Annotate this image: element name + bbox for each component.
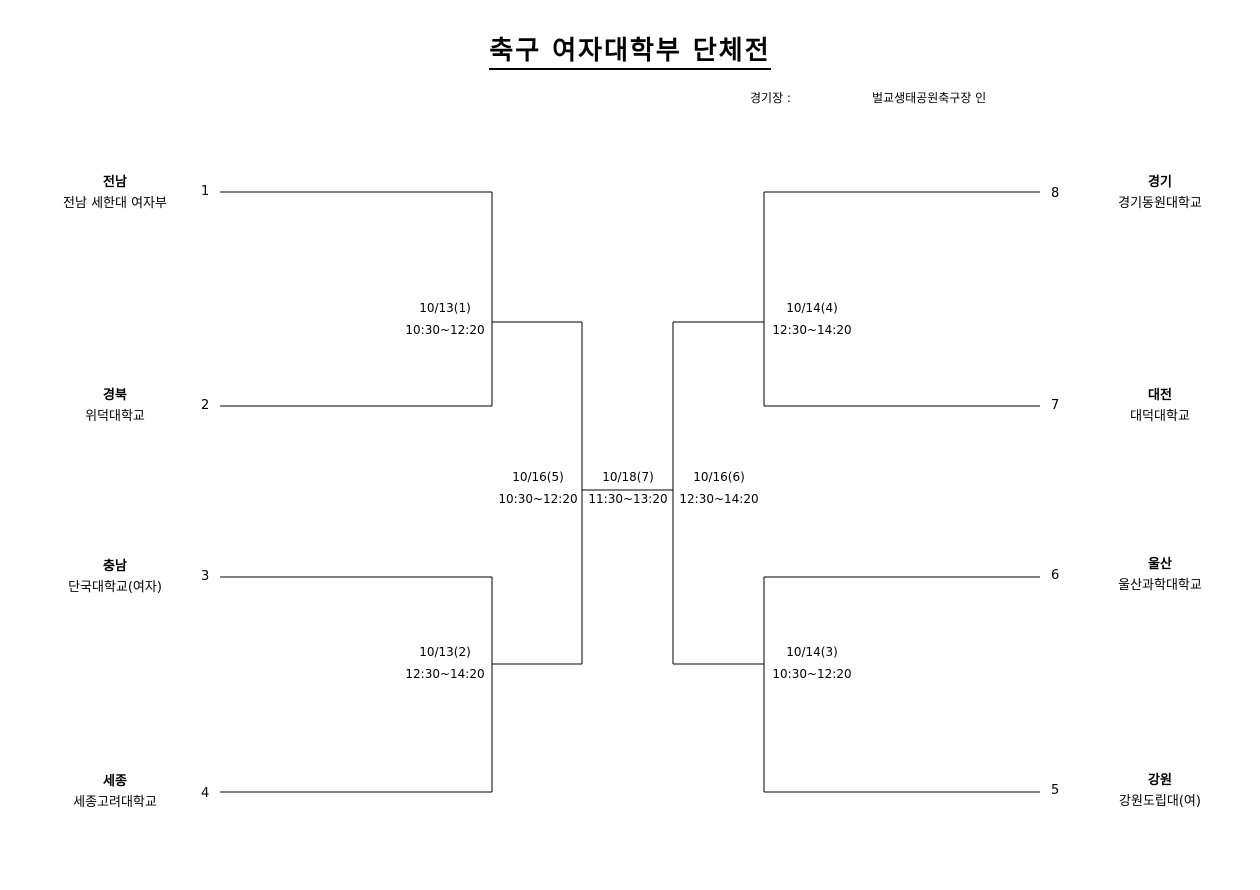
team-region: 강원 bbox=[1148, 773, 1172, 788]
match-time: 12:30~14:20 bbox=[772, 323, 852, 337]
match-label: 10/14(4) 12:30~14:20 bbox=[767, 297, 857, 341]
team-entry: 충남 단국대학교(여자) bbox=[30, 556, 200, 598]
team-entry: 경기 경기동원대학교 bbox=[1075, 172, 1245, 214]
seed-number: 5 bbox=[1051, 783, 1060, 798]
match-time: 12:30~14:20 bbox=[679, 492, 759, 506]
match-date: 10/14(3) bbox=[786, 645, 838, 659]
match-time: 10:30~12:20 bbox=[498, 492, 578, 506]
match-date: 10/13(2) bbox=[419, 645, 471, 659]
match-label: 10/16(6) 12:30~14:20 bbox=[674, 466, 764, 510]
match-date: 10/18(7) bbox=[602, 470, 654, 484]
match-label: 10/13(1) 10:30~12:20 bbox=[400, 297, 490, 341]
match-time: 10:30~12:20 bbox=[405, 323, 485, 337]
team-name: 전남 세한대 여자부 bbox=[63, 196, 167, 211]
match-label: 10/13(2) 12:30~14:20 bbox=[400, 641, 490, 685]
team-region: 울산 bbox=[1148, 557, 1172, 572]
team-region: 경북 bbox=[103, 388, 127, 403]
team-name: 단국대학교(여자) bbox=[68, 580, 162, 595]
team-region: 세종 bbox=[103, 774, 127, 789]
seed-number: 3 bbox=[201, 569, 210, 584]
match-date: 10/13(1) bbox=[419, 301, 471, 315]
team-name: 울산과학대학교 bbox=[1118, 578, 1202, 593]
team-name: 강원도립대(여) bbox=[1119, 794, 1201, 809]
seed-number: 8 bbox=[1051, 186, 1060, 201]
match-label: 10/16(5) 10:30~12:20 bbox=[493, 466, 583, 510]
team-entry: 대전 대덕대학교 bbox=[1075, 385, 1245, 427]
team-name: 위덕대학교 bbox=[85, 409, 145, 424]
team-entry: 전남 전남 세한대 여자부 bbox=[30, 172, 200, 214]
match-label: 10/18(7) 11:30~13:20 bbox=[583, 466, 673, 510]
team-region: 경기 bbox=[1148, 175, 1172, 190]
match-time: 11:30~13:20 bbox=[588, 492, 668, 506]
venue-value: 벌교생태공원축구장 인 bbox=[872, 91, 987, 105]
team-region: 대전 bbox=[1148, 388, 1172, 403]
match-label: 10/14(3) 10:30~12:20 bbox=[767, 641, 857, 685]
match-date: 10/14(4) bbox=[786, 301, 838, 315]
team-entry: 강원 강원도립대(여) bbox=[1075, 770, 1245, 812]
team-region: 충남 bbox=[103, 559, 127, 574]
team-region: 전남 bbox=[103, 175, 127, 190]
seed-number: 7 bbox=[1051, 398, 1060, 413]
match-time: 12:30~14:20 bbox=[405, 667, 485, 681]
seed-number: 2 bbox=[201, 398, 210, 413]
team-name: 세종고려대학교 bbox=[73, 795, 157, 810]
venue-label: 경기장 : bbox=[750, 91, 791, 105]
seed-number: 4 bbox=[201, 786, 210, 801]
match-date: 10/16(6) bbox=[693, 470, 745, 484]
team-entry: 경북 위덕대학교 bbox=[30, 385, 200, 427]
match-time: 10:30~12:20 bbox=[772, 667, 852, 681]
team-name: 대덕대학교 bbox=[1130, 409, 1190, 424]
seed-number: 1 bbox=[201, 184, 210, 199]
match-date: 10/16(5) bbox=[512, 470, 564, 484]
team-entry: 울산 울산과학대학교 bbox=[1075, 554, 1245, 596]
team-entry: 세종 세종고려대학교 bbox=[30, 771, 200, 813]
page-title: 축구 여자대학부 단체전 bbox=[0, 30, 1260, 70]
team-name: 경기동원대학교 bbox=[1118, 196, 1202, 211]
seed-number: 6 bbox=[1051, 568, 1060, 583]
